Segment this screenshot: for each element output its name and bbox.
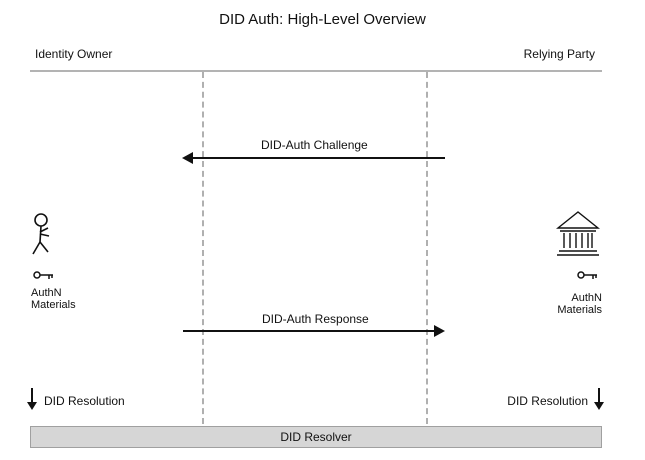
- left-materials-line2: Materials: [31, 299, 76, 311]
- left-materials-line1: AuthN: [31, 287, 62, 299]
- lifeline-right: [426, 72, 428, 424]
- down-arrow-icon: [27, 402, 37, 410]
- relying-party-label: Relying Party: [523, 47, 595, 61]
- key-icon: [577, 271, 597, 279]
- left-resolution-arrow-stem: [31, 388, 33, 402]
- right-materials-line2: Materials: [557, 304, 602, 316]
- challenge-arrow-head: [182, 152, 193, 164]
- key-icon: [33, 271, 53, 279]
- down-arrow-icon: [594, 402, 604, 410]
- left-resolution-label: DID Resolution: [44, 394, 125, 408]
- challenge-arrow-line: [192, 157, 445, 159]
- right-materials-line1: AuthN: [571, 292, 602, 304]
- identity-owner-label: Identity Owner: [35, 47, 113, 61]
- response-label: DID-Auth Response: [262, 312, 369, 326]
- right-resolution-label: DID Resolution: [507, 394, 588, 408]
- challenge-label: DID-Auth Challenge: [261, 138, 368, 152]
- response-arrow-head: [434, 325, 445, 337]
- bank-building-icon: [556, 211, 600, 256]
- header-divider: [30, 70, 602, 72]
- response-arrow-line: [183, 330, 435, 332]
- did-resolver-bar: DID Resolver: [30, 426, 602, 448]
- lifeline-left: [202, 72, 204, 424]
- right-resolution-arrow-stem: [598, 388, 600, 402]
- diagram-title: DID Auth: High-Level Overview: [219, 11, 426, 28]
- stick-figure-icon: [32, 213, 50, 255]
